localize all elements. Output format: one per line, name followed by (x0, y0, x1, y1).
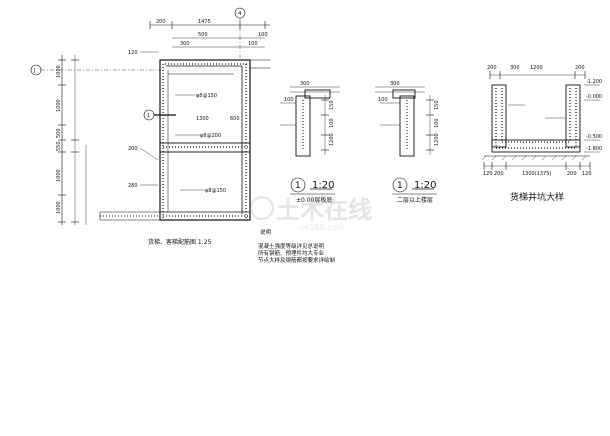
detail-2-number-circle (392, 177, 408, 193)
notes-line: 所有钢筋、预埋件均大专业 (258, 249, 325, 257)
rebar-note: φ8@150 (205, 188, 226, 194)
detail-dim: 300 (300, 81, 310, 87)
pit-top-label: 300 (510, 65, 520, 71)
left-dim: 500 (56, 128, 62, 138)
left-dim: 550 (56, 141, 62, 151)
pit-bottom-dim: 120 (582, 171, 592, 177)
dim-label: 300 (180, 41, 190, 47)
section-detail-1 (280, 86, 340, 195)
detail-dim: 150 (434, 100, 440, 110)
notes-heading: 说明 (260, 228, 272, 236)
design-notes: 说明 混凝土强度等级详见总说明 所有钢筋、预埋件均大专业 节点大样及钢筋都按要求… (258, 228, 336, 264)
detail-1-scale: 1:20 (312, 180, 334, 191)
detail-1-caption: ±0.00层板底 (296, 196, 332, 204)
watermark-text: 土木在线 (276, 196, 372, 224)
detail-dim: 1200 (329, 133, 335, 146)
pit-caption: 货梯井坑大样 (510, 191, 564, 203)
pit-top-label: 1200 (530, 65, 543, 71)
leader-label: 200 (128, 146, 138, 152)
dim-label: 100 (248, 41, 258, 47)
pit-bottom-dim: 200 (567, 171, 577, 177)
watermark-logo-icon (250, 196, 274, 220)
watermark: 土木在线 co188.com (250, 196, 372, 232)
pit-elevation: -1.200 (586, 79, 602, 85)
top-dim-2: 1475 (198, 19, 211, 25)
detail-1-text: 300 150 100 1200 100 1 1:20 ±0.00层板底 (284, 81, 335, 204)
left-dim: 1000 (56, 99, 62, 112)
axis-label-4: 4 (238, 11, 242, 17)
detail-dim: 300 (390, 81, 400, 87)
detail-2-caption: 二层以上楼层 (397, 196, 433, 204)
left-dim: 1000 (56, 201, 62, 214)
section-detail-2 (375, 86, 437, 195)
detail-dim: 100 (329, 118, 335, 128)
pit-bottom-dim: 120 (483, 171, 493, 177)
leader-label: 120 (128, 50, 138, 56)
axis-label-j: J (33, 68, 36, 74)
dim-label: 1300 (196, 116, 209, 122)
pit-elevation: -1.800 (586, 146, 602, 152)
section-mark-label: 1 (147, 113, 150, 119)
pit-bottom-dim: 200 (494, 171, 504, 177)
leader-label: 280 (128, 183, 138, 189)
axis-bubble-j (30, 64, 42, 76)
pit-detail (481, 71, 600, 170)
notes-line: 混凝土强度等级详见总说明 (258, 242, 325, 250)
rebar-note: φ8@200 (200, 133, 221, 139)
detail-1-number-circle (290, 177, 306, 193)
top-dim-1: 200 (156, 19, 166, 25)
plan-caption: 货梯、客梯配筋图 1:25 (148, 238, 212, 246)
dim-label: 100 (258, 32, 268, 38)
detail-dim: 1200 (434, 133, 440, 146)
left-dim: 1000 (56, 65, 62, 78)
pit-top-label: 200 (487, 65, 497, 71)
pit-top-label: 200 (575, 65, 585, 71)
notes-line: 节点大样及钢筋都按要求详绘制 (258, 256, 336, 264)
watermark-url: co188.com (300, 223, 344, 232)
detail-dim: 100 (284, 97, 294, 103)
detail-dim: 150 (329, 100, 335, 110)
pit-elevation: -0.500 (586, 134, 602, 140)
detail-1-number: 1 (295, 181, 301, 191)
reinforcement-plan (30, 7, 270, 225)
plan-text: 4 J 200 1475 500 100 300 100 1300 600 10… (33, 11, 268, 246)
detail-2-scale: 1:20 (414, 180, 436, 191)
dim-label: 500 (198, 32, 208, 38)
dim-label: 600 (230, 116, 240, 122)
pit-elevation: -0.000 (586, 94, 602, 100)
detail-dim: 100 (378, 97, 388, 103)
left-dim: 1000 (56, 169, 62, 182)
detail-2-number: 1 (397, 181, 403, 191)
detail-2-text: 300 150 100 1200 100 1 1:20 二层以上楼层 (378, 81, 440, 204)
detail-dim: 100 (434, 118, 440, 128)
pit-text: 200 300 1200 200 -1.200 -0.000 -0.500 -1… (483, 65, 602, 203)
rebar-note: φ8@150 (196, 93, 217, 99)
pit-bottom-dim: 1300(1375) (522, 171, 551, 177)
